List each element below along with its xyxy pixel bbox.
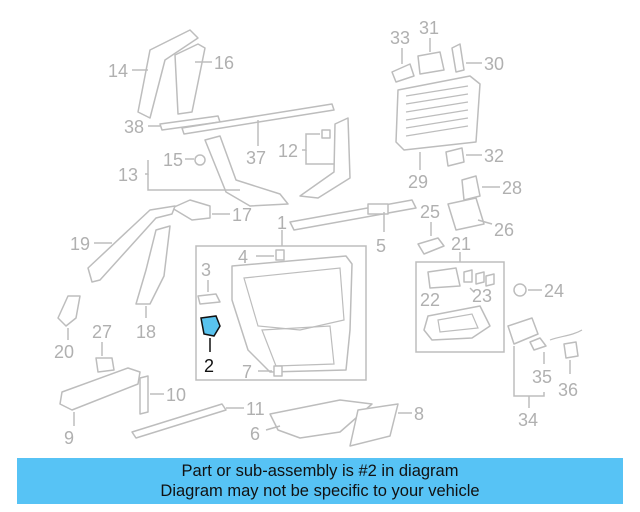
- callout-18: 18: [136, 322, 156, 342]
- callout-10: 10: [166, 385, 186, 405]
- callout-7: 7: [242, 362, 252, 382]
- part-34-cable: [549, 329, 583, 341]
- callout-21: 21: [451, 234, 471, 254]
- callout-9: 9: [64, 428, 74, 448]
- part-23-clips: [463, 269, 495, 287]
- callout-6: 6: [250, 424, 260, 444]
- part-30-hook: [451, 43, 465, 73]
- callout-20: 20: [54, 342, 74, 362]
- part-31-bracket: [417, 51, 445, 75]
- part-9-sill-trim: [59, 367, 141, 411]
- callout-11: 11: [246, 399, 265, 419]
- door-panel-insert: [243, 267, 345, 331]
- callout-13: 13: [118, 165, 138, 185]
- part-22-inner: [437, 313, 479, 333]
- callout-30: 30: [484, 54, 504, 74]
- callout-36: 36: [558, 380, 578, 400]
- part-25-handle: [417, 237, 445, 255]
- part-10-strip: [139, 375, 149, 415]
- banner-line-2: Diagram may not be specific to your vehi…: [160, 482, 480, 500]
- part-22-pull-handle: [423, 305, 491, 341]
- sunshade-lines: [405, 85, 469, 137]
- callout-17: 17: [232, 205, 252, 225]
- part-19-c-pillar-trim: [87, 205, 176, 283]
- callout-32: 32: [484, 146, 504, 166]
- callout-27: 27: [92, 322, 112, 342]
- part-28-switch: [461, 175, 481, 201]
- callout-4: 4: [238, 247, 248, 267]
- callout-15: 15: [163, 150, 183, 170]
- callout-19: 19: [70, 234, 90, 254]
- callout-22: 22: [420, 290, 440, 310]
- callout-14: 14: [108, 61, 128, 81]
- parts-diagram: 14 16 38 37 15 13 12 17 19 18 20 27 9 10…: [54, 18, 583, 448]
- banner-line-1: Part or sub-assembly is #2 in diagram: [181, 462, 459, 480]
- part-20-cover: [57, 295, 81, 327]
- callout-26: 26: [494, 220, 514, 240]
- callout-1: 1: [277, 213, 287, 233]
- part-8-cover-panel: [349, 403, 399, 447]
- part-35-clip: [529, 337, 547, 351]
- part-23-trim-piece: [427, 267, 461, 289]
- part-6-lower-panel: [269, 399, 373, 439]
- part-29-sunshade: [395, 75, 481, 151]
- callout-38: 38: [124, 117, 144, 137]
- callout-24: 24: [544, 281, 564, 301]
- callout-3: 3: [201, 260, 211, 280]
- part-13-b-pillar-lower: [204, 135, 289, 207]
- part-18-lower-trim: [135, 225, 171, 305]
- callout-23: 23: [472, 286, 492, 306]
- part-32-clip: [445, 147, 465, 167]
- part-37-roof-rail: [181, 103, 335, 135]
- part-26-switch-panel: [447, 197, 485, 231]
- callout-35: 35: [532, 367, 552, 387]
- part-1-door-trim-panel: [231, 255, 353, 373]
- callout-33: 33: [390, 28, 410, 48]
- callout-34: 34: [518, 410, 538, 430]
- callout-16: 16: [214, 53, 234, 73]
- part-16-pillar-panel: [174, 43, 206, 115]
- part-36-connector: [563, 341, 579, 359]
- part-11-sill-plate: [131, 403, 227, 439]
- callout-31: 31: [419, 18, 439, 38]
- part-12-clip: [321, 129, 331, 139]
- callout-25: 25: [420, 202, 440, 222]
- part-33-bracket: [391, 63, 415, 83]
- part-12-pillar-strip: [299, 117, 351, 199]
- part-34-handle-assembly: [507, 317, 539, 345]
- callout-12: 12: [278, 141, 298, 161]
- callout-28: 28: [502, 178, 522, 198]
- part-2-highlighted: [200, 315, 221, 337]
- callout-5: 5: [376, 236, 386, 256]
- info-banner: Part or sub-assembly is #2 in diagram Di…: [17, 458, 623, 504]
- part-7-clip: [273, 365, 283, 377]
- callout-8: 8: [414, 404, 424, 424]
- part-24-cap: [513, 283, 527, 297]
- part-5-switch: [367, 203, 389, 215]
- door-panel-pocket: [261, 325, 335, 367]
- part-17-bracket: [171, 199, 211, 221]
- part-5-armrest: [289, 199, 417, 231]
- part-3-clip: [197, 293, 221, 305]
- part-27-clip: [95, 357, 115, 373]
- callout-29: 29: [408, 172, 428, 192]
- callout-37: 37: [246, 148, 266, 168]
- part-15-clip: [194, 154, 206, 166]
- part-4-clip: [275, 249, 285, 261]
- door-panel-box: [195, 245, 367, 381]
- callout-2: 2: [204, 356, 214, 376]
- part-14-pillar-trim: [137, 29, 199, 119]
